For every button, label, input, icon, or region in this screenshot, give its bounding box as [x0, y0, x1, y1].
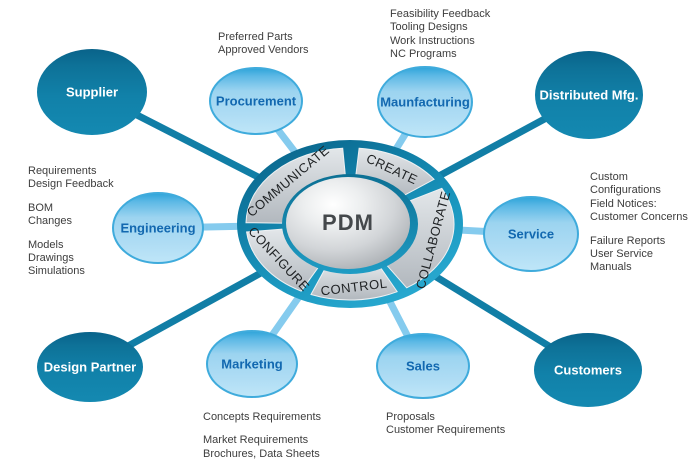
note-line: Preferred Parts	[218, 31, 293, 43]
node-customers-label: Customers	[554, 362, 622, 378]
node-supplier-label: Supplier	[65, 84, 119, 100]
node-engineering-label: Engineering	[120, 220, 196, 236]
node-engineering-shape	[112, 192, 204, 264]
hub-sphere	[286, 177, 410, 269]
manufacturing-note: Feasibility Feedback Tooling Designs Wor…	[390, 8, 490, 62]
note-line: Simulations	[28, 265, 85, 278]
node-distributed-mfg-label: Distributed Mfg.	[539, 87, 639, 103]
node-marketing-shape	[206, 330, 298, 398]
note-line: BOM	[28, 201, 54, 214]
note-line: Work Instructions	[390, 34, 475, 47]
hub	[237, 140, 463, 308]
note-line: NC Programs	[390, 48, 457, 61]
note-line: Manuals	[590, 261, 632, 274]
node-procurement-shape	[209, 67, 303, 135]
node-marketing-label: Marketing	[221, 356, 283, 372]
node-supplier-shape	[37, 49, 147, 135]
node-service-label: Service	[507, 226, 555, 242]
node-sales-label: Sales	[406, 358, 440, 374]
note-line: Failure Reports	[590, 234, 666, 247]
note-line	[28, 192, 114, 202]
sales-note: Proposals Customer Requirements	[386, 411, 505, 438]
note-line: Custom	[590, 171, 628, 183]
marketing-note: Concepts Requirements Market Requirement…	[203, 411, 321, 461]
note-line: Models	[28, 238, 64, 251]
note-line: Requirements	[28, 165, 97, 177]
note-line: Concepts Requirements	[203, 411, 322, 423]
note-line: Market Requirements	[203, 434, 309, 447]
note-line: Feasibility Feedback	[390, 8, 491, 20]
node-procurement-label: Procurement	[215, 93, 297, 109]
node-manufacturing-label: Maunfacturing	[380, 94, 470, 110]
service-note: Custom Configurations Field Notices: Cus…	[590, 171, 688, 275]
note-line	[203, 424, 321, 434]
node-customers-shape	[534, 333, 642, 407]
node-manufacturing-shape	[377, 66, 473, 138]
node-design-partner-shape	[37, 332, 143, 402]
hub-pdm-label: PDM	[322, 210, 374, 235]
note-line: Brochures, Data Sheets	[203, 447, 320, 460]
note-line: Customer Concerns	[590, 211, 688, 224]
note-line: User Service	[590, 247, 653, 260]
node-shapes	[37, 49, 643, 407]
node-distributed-mfg-shape	[535, 51, 643, 139]
note-line: Proposals	[386, 411, 435, 423]
note-line: Customer Requirements	[386, 424, 506, 437]
note-line	[28, 229, 114, 239]
note-line	[590, 225, 688, 235]
note-line: Changes	[28, 215, 73, 228]
node-service-shape	[483, 196, 579, 272]
engineering-note: Requirements Design Feedback BOM Changes…	[28, 165, 114, 279]
procurement-note: Preferred Parts Approved Vendors	[218, 31, 309, 58]
node-sales-shape	[376, 333, 470, 399]
note-line: Configurations	[590, 184, 661, 197]
note-line: Design Feedback	[28, 178, 114, 191]
note-line: Tooling Designs	[390, 21, 468, 34]
note-line: Drawings	[28, 251, 74, 264]
note-line: Approved Vendors	[218, 44, 309, 57]
note-line: Field Notices:	[590, 197, 657, 210]
node-design-partner-label: Design Partner	[43, 359, 137, 375]
